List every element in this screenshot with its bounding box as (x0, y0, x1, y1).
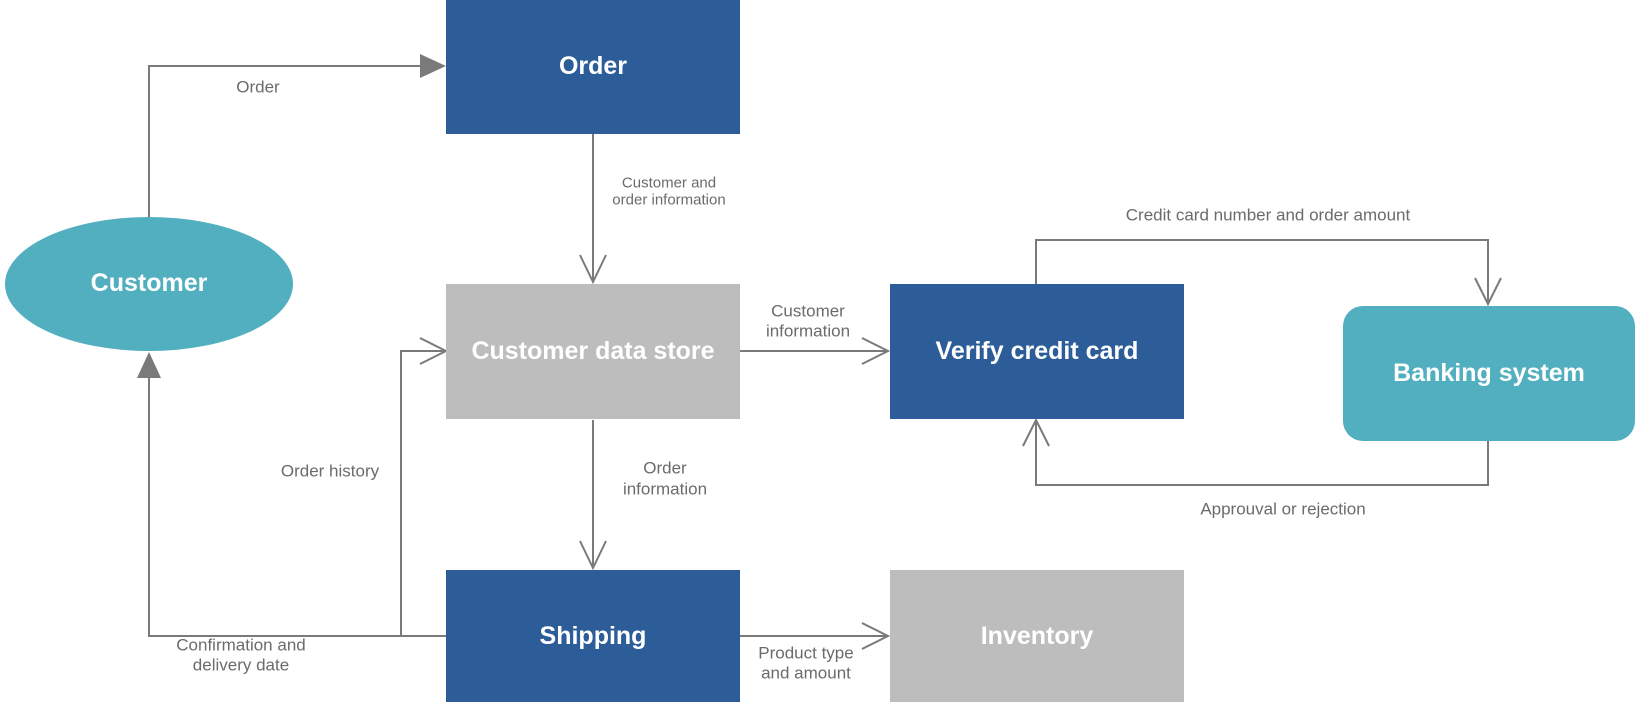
node-customer-data-store: Customer data store (446, 284, 740, 419)
edge-store-to-verify (740, 337, 891, 365)
edge-store-to-shipping (579, 420, 607, 571)
verify-credit-card-label: Verify credit card (936, 337, 1139, 365)
node-customer: Customer (5, 217, 293, 351)
banking-system-label: Banking system (1393, 359, 1585, 387)
edge-verify-to-bank (1035, 239, 1502, 307)
order-box (446, 0, 740, 134)
customer-ellipse (5, 217, 293, 351)
customer-label: Customer (91, 269, 208, 297)
inventory-box (890, 570, 1184, 702)
edge-shipping-to-store (400, 337, 449, 637)
order-label: Order (559, 52, 627, 80)
node-banking-system: Banking system (1343, 306, 1635, 441)
node-shipping: Shipping (446, 570, 740, 702)
edge-label-information-bottom: information (623, 480, 707, 499)
edge-label-order-info: Order (643, 459, 687, 478)
verify-credit-card-box (890, 284, 1184, 419)
edge-label-order: Order (236, 78, 280, 97)
shipping-label: Shipping (540, 622, 647, 650)
edge-label-order-information-top: order information (612, 192, 725, 209)
edge-bank-to-verify (1022, 417, 1489, 486)
edge-label-product-type: Product type (758, 644, 853, 663)
node-inventory: Inventory (890, 570, 1184, 702)
node-order: Order (446, 0, 740, 134)
banking-system-box (1343, 306, 1635, 441)
customer-data-store-label: Customer data store (471, 337, 714, 365)
edge-label-delivery-date: delivery date (193, 656, 289, 675)
edge-shipping-to-customer (137, 352, 401, 637)
edge-label-customer: Customer (771, 302, 845, 321)
edge-label-and-amount: and amount (761, 664, 851, 683)
edge-label-credit-card-number: Credit card number and order amount (1126, 206, 1411, 225)
edge-label-customer-and: Customer and (622, 175, 716, 192)
edge-order-to-store (579, 134, 607, 285)
edge-label-confirmation: Confirmation and (176, 636, 305, 655)
edge-label-information: information (766, 322, 850, 341)
edge-customer-to-order (148, 54, 446, 218)
node-verify-credit-card: Verify credit card (890, 284, 1184, 419)
shipping-box (446, 570, 740, 702)
customer-data-store-box (446, 284, 740, 419)
edge-shipping-to-inventory (740, 622, 891, 650)
inventory-label: Inventory (981, 622, 1094, 650)
edge-label-order-history: Order history (281, 462, 380, 481)
edge-label-approval-or-rejection: Approuval or rejection (1200, 500, 1365, 519)
